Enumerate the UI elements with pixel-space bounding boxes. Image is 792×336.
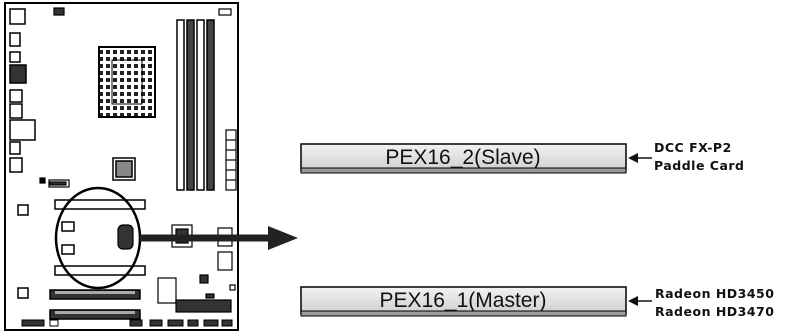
right-arrow-icon: [140, 226, 298, 250]
pex16-1-slot: PEX16_1(Master): [300, 286, 627, 317]
atx-power-connector: [225, 129, 237, 191]
left-arrow-icon: [628, 296, 652, 306]
pex16-2-slot: PEX16_2(Slave): [300, 143, 627, 174]
master-note-line-2: Radeon HD3470: [655, 304, 774, 319]
memory-slots: [176, 19, 215, 191]
left-arrow-icon: [628, 153, 652, 163]
cpu-socket: [98, 46, 156, 118]
slave-note-line-2: Paddle Card: [654, 158, 745, 173]
back-panel-io: [9, 8, 36, 173]
slave-note-line-1: DCC FX-P2: [654, 140, 732, 155]
expansion-slots: [17, 199, 146, 320]
slot-label-master: PEX16_1(Master): [380, 289, 547, 312]
header-components: [39, 7, 232, 188]
slot-label-slave: PEX16_2(Slave): [385, 146, 540, 169]
bottom-headers: [21, 319, 233, 327]
chipset-chip: [112, 157, 136, 181]
master-note-line-1: Radeon HD3450: [655, 286, 774, 301]
